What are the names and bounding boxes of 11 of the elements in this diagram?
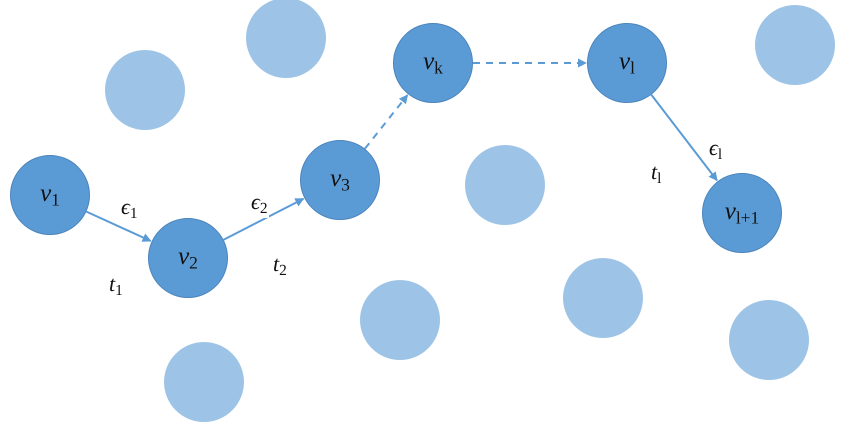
arrow xyxy=(86,210,152,242)
node-label: v$_{1}$ xyxy=(40,180,60,210)
node-label: v$_{l+1}$ xyxy=(724,198,760,228)
arrow xyxy=(364,94,408,150)
node-label: v$_{2}$ xyxy=(178,242,198,274)
node-label: v$_{k}$ xyxy=(423,48,443,78)
node-label: v$_{3}$ xyxy=(330,164,350,196)
arrow xyxy=(223,198,304,241)
arrow xyxy=(473,58,587,68)
arrow xyxy=(650,94,718,182)
node-label: v$_{l}$ xyxy=(619,48,635,78)
